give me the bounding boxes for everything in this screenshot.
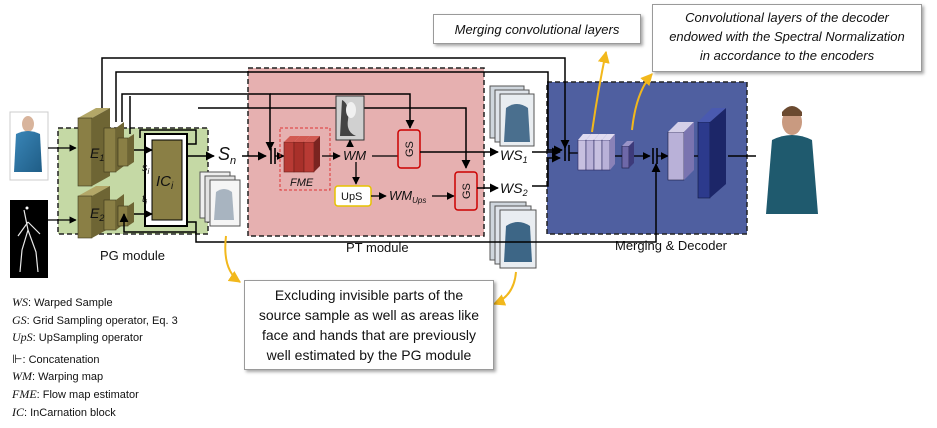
ws2-image-stack bbox=[489, 201, 537, 269]
ic-label: ICi bbox=[156, 173, 174, 192]
sn-image-stack bbox=[199, 171, 241, 227]
yellow-arrow-decoder bbox=[631, 73, 653, 131]
note-decoder-line1: Convolutional layers of the decoder bbox=[685, 10, 889, 25]
note-excl-line3: face and hands that are previously bbox=[261, 327, 477, 343]
wm-thumbnail bbox=[335, 95, 365, 141]
note-excluding: Excluding invisible parts of the source … bbox=[244, 280, 494, 370]
output-image bbox=[760, 106, 824, 218]
fme-block bbox=[283, 136, 320, 173]
gs2-label: GS bbox=[461, 183, 473, 199]
pg-module-label: PG module bbox=[100, 248, 165, 263]
skip-to-gs2 bbox=[198, 107, 471, 169]
e2-label: E2 bbox=[90, 205, 104, 223]
ic-feedback-top bbox=[139, 129, 197, 145]
note-merging-conv-text: Merging convolutional layers bbox=[454, 22, 620, 37]
legend: WS: Warped Sample GS: Grid Sampling oper… bbox=[12, 294, 178, 421]
fme-region bbox=[279, 127, 331, 191]
legend-row-ups: UpS: UpSampling operator bbox=[12, 330, 143, 345]
md-module-label: Merging & Decoder bbox=[615, 238, 728, 253]
pose-image bbox=[10, 200, 48, 278]
ws1-label: WS1 bbox=[500, 147, 528, 165]
ups-label: UpS bbox=[341, 191, 362, 203]
note-excl-line4: well estimated by the PG module bbox=[266, 347, 472, 363]
note-merging-conv: Merging convolutional layers bbox=[433, 14, 641, 44]
gs1-block bbox=[397, 129, 421, 169]
decoder-big-layers bbox=[667, 108, 726, 199]
encoder-e1 bbox=[77, 108, 134, 187]
gs2-block bbox=[454, 171, 478, 211]
fme-label: FME bbox=[290, 177, 314, 189]
legend-row-gs: GS: Grid Sampling operator, Eq. 3 bbox=[12, 312, 178, 327]
note-excl-line2: source sample as well as areas like bbox=[258, 307, 480, 323]
legend-row-wm: WM: Warping map bbox=[12, 369, 104, 384]
wm-label: WM bbox=[343, 148, 366, 163]
skip-to-gs1 bbox=[270, 93, 415, 129]
note-decoder-spectral: Convolutional layers of the decoder endo… bbox=[652, 4, 922, 72]
yellow-arrow-excl-left bbox=[224, 235, 241, 283]
ws1-image-stack bbox=[489, 85, 535, 147]
note-decoder-line3: in accordance to the encoders bbox=[699, 48, 875, 63]
e1-label: E1 bbox=[90, 145, 104, 163]
gs1-label: GS bbox=[404, 141, 416, 157]
skip-to-decoder-concat bbox=[195, 163, 661, 243]
ti-label: ti bbox=[142, 193, 147, 207]
yellow-arrow-excl-right bbox=[492, 271, 517, 306]
source-image bbox=[9, 111, 49, 181]
sn-label: Sn bbox=[218, 144, 236, 167]
yellow-arrow-merging bbox=[591, 50, 610, 133]
legend-row-concat: ⊩: Concatenation bbox=[12, 351, 100, 366]
note-excl-line1: Excluding invisible parts of the bbox=[274, 287, 464, 303]
skip-e1-to-fme bbox=[121, 93, 275, 151]
si-label: si bbox=[142, 162, 150, 176]
note-decoder-line2: endowed with the Spectral Normalization bbox=[669, 29, 905, 44]
legend-row-ws: WS: Warped Sample bbox=[12, 295, 113, 309]
wmups-label: WMUps bbox=[389, 188, 426, 205]
ws2-label: WS2 bbox=[500, 180, 528, 198]
legend-row-ic: IC: InCarnation block bbox=[12, 404, 116, 419]
skip-top-1 bbox=[101, 57, 570, 149]
incarnation-block bbox=[144, 133, 188, 227]
decoder-small-layer bbox=[621, 141, 634, 169]
pt-module-label: PT module bbox=[346, 240, 409, 255]
legend-row-fme: FME: Flow map estimator bbox=[12, 386, 139, 401]
merge-conv-layers bbox=[577, 134, 615, 171]
ws2-to-merge bbox=[532, 153, 561, 187]
